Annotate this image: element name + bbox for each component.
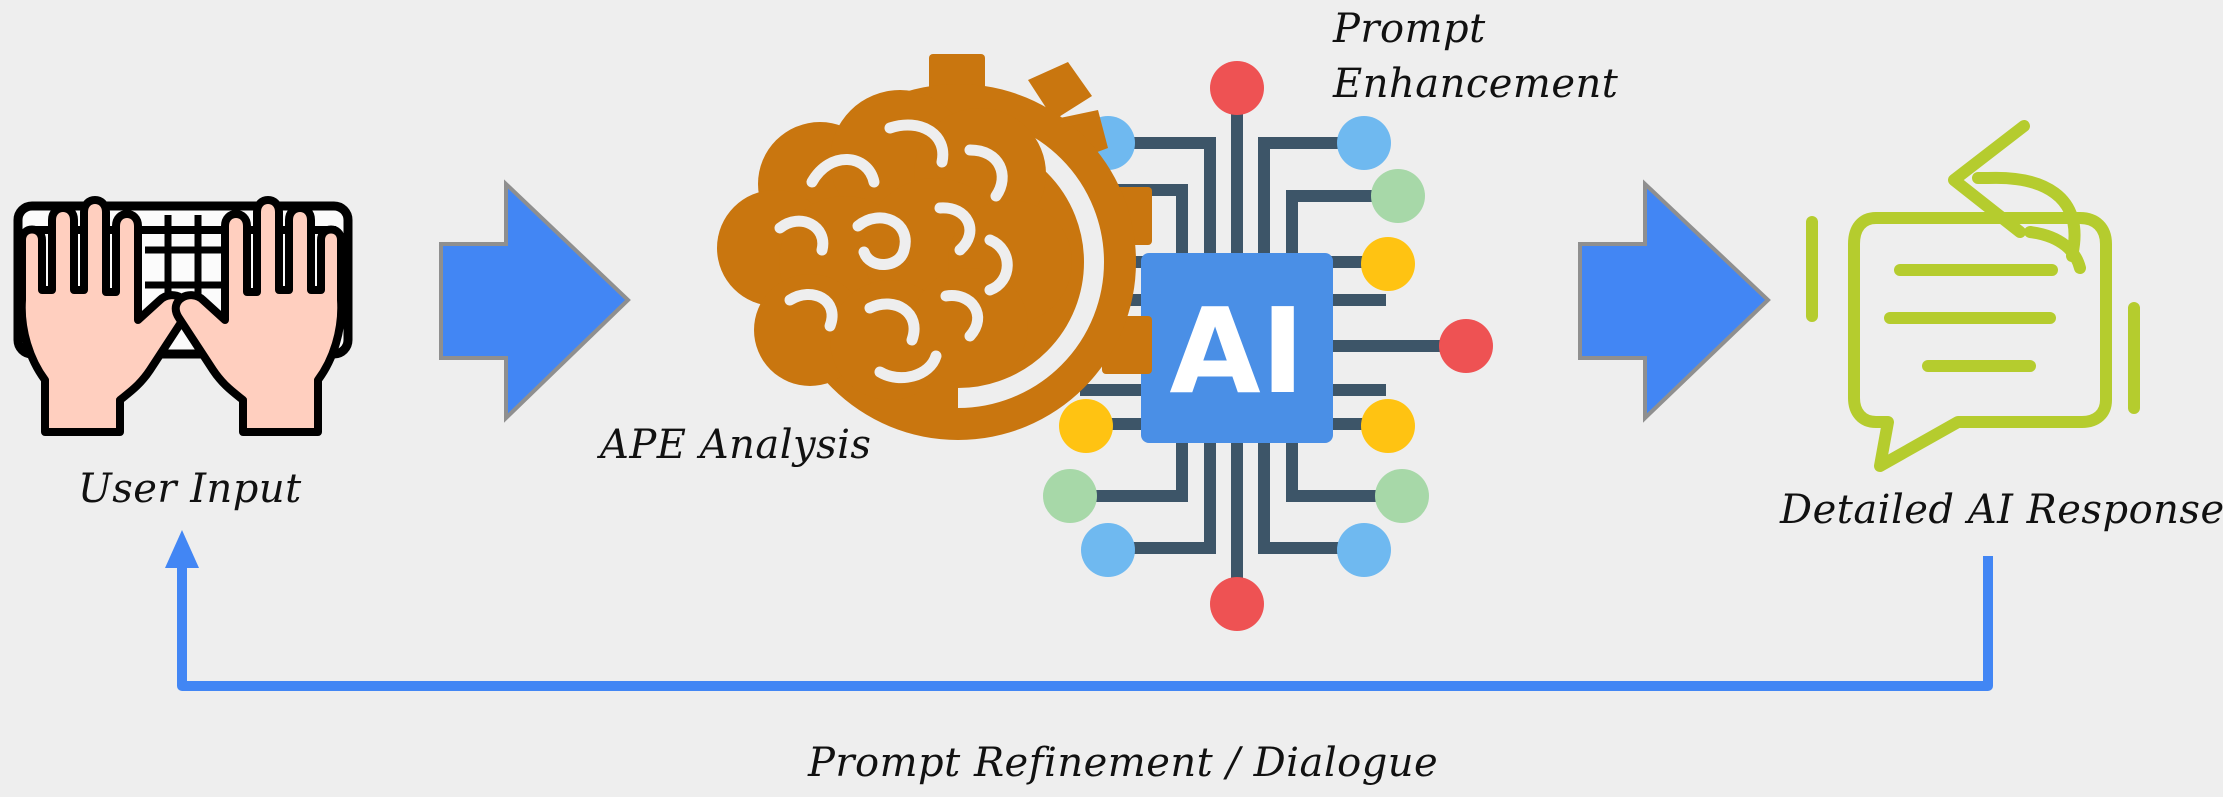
ai-chip-text: AI	[1169, 282, 1304, 420]
user-input-label: User Input	[78, 466, 302, 512]
prompt-enhancement-label: Prompt Enhancement	[1333, 2, 1618, 112]
hands-on-keyboard-icon	[13, 196, 353, 436]
chat-reply-icon	[1806, 120, 2140, 472]
flow-arrow-2	[1578, 179, 1771, 423]
feedback-loop-arrowhead	[165, 530, 199, 568]
prompt-enhancement-label-line1: Prompt	[1333, 6, 1486, 52]
brain-gear-icon	[717, 54, 1152, 440]
ai-response-label: Detailed AI Response	[1780, 487, 2223, 533]
feedback-loop-connector	[165, 530, 1993, 691]
feedback-loop-label: Prompt Refinement / Dialogue	[808, 740, 1439, 786]
ape-analysis-label: APE Analysis	[600, 422, 872, 468]
flow-arrow-1	[439, 179, 631, 423]
prompt-enhancement-label-line2: Enhancement	[1333, 61, 1619, 107]
